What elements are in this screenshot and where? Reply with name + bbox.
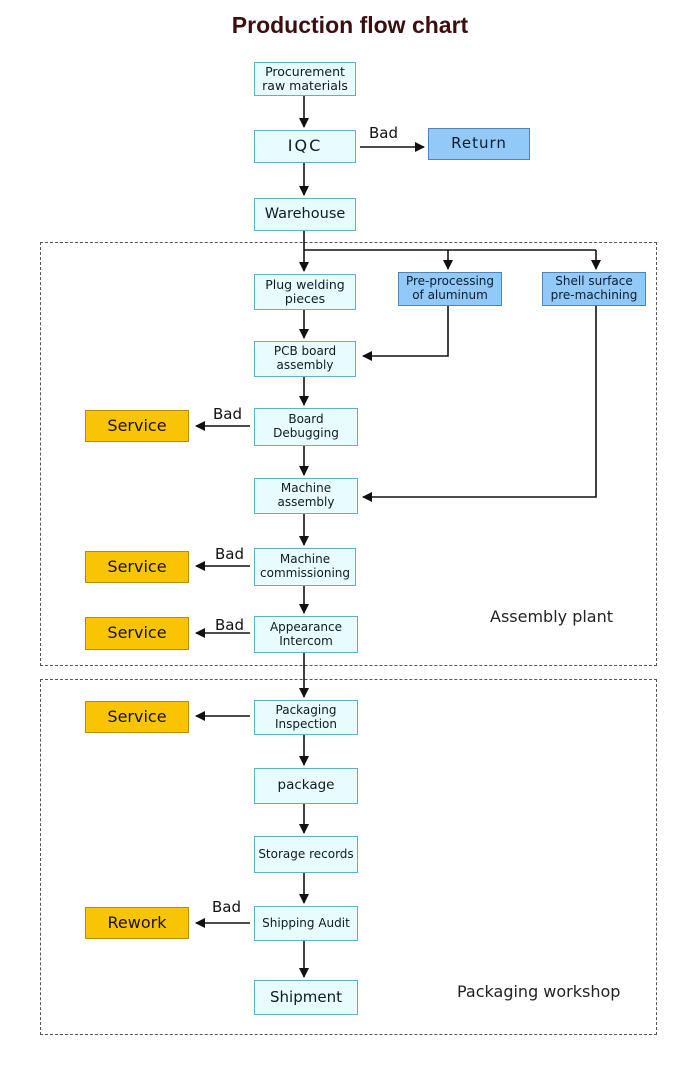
- step-shipping-audit: Shipping Audit: [254, 906, 358, 941]
- step-pcb-board-assembly: PCB board assembly: [254, 341, 356, 377]
- bad-label-iqc: Bad: [369, 124, 399, 142]
- step-procurement: Procurement raw materials: [254, 62, 356, 96]
- service-box-commissioning: Service: [85, 551, 189, 583]
- arrow-preprocessing-pcb: [362, 306, 449, 361]
- step-storage-records: Storage records: [254, 836, 358, 873]
- arrow-shell-assembly: [362, 306, 597, 502]
- service-box-packaging: Service: [85, 701, 189, 733]
- bad-label-audit: Bad: [212, 898, 242, 916]
- step-warehouse: Warehouse: [254, 198, 356, 231]
- step-iqc: IQC: [254, 130, 356, 163]
- bad-label-debugging: Bad: [213, 405, 243, 423]
- step-package: package: [254, 768, 358, 804]
- step-machine-assembly: Machine assembly: [254, 478, 358, 514]
- step-shell-surface-premachining: Shell surface pre-machining: [542, 272, 646, 306]
- bad-label-appearance: Bad: [215, 616, 245, 634]
- service-box-debugging: Service: [85, 410, 189, 442]
- packaging-workshop-label: Packaging workshop: [457, 982, 621, 1001]
- step-preprocessing-aluminum: Pre-processing of aluminum: [398, 272, 502, 306]
- rework-box: Rework: [85, 907, 189, 939]
- step-appearance-intercom: Appearance Intercom: [254, 616, 358, 653]
- step-machine-commissioning: Machine commissioning: [254, 548, 356, 586]
- service-box-appearance: Service: [85, 617, 189, 650]
- packaging-workshop-zone: [40, 679, 657, 1035]
- step-plug-welding: Plug welding pieces: [254, 274, 356, 310]
- chart-title: Production flow chart: [231, 12, 469, 38]
- assembly-plant-label: Assembly plant: [490, 607, 614, 626]
- step-return: Return: [428, 128, 530, 160]
- step-packaging-inspection: Packaging Inspection: [254, 700, 358, 735]
- step-board-debugging: Board Debugging: [254, 408, 358, 446]
- step-shipment: Shipment: [254, 980, 358, 1015]
- assembly-plant-zone: [40, 242, 657, 666]
- bad-label-commissioning: Bad: [215, 545, 245, 563]
